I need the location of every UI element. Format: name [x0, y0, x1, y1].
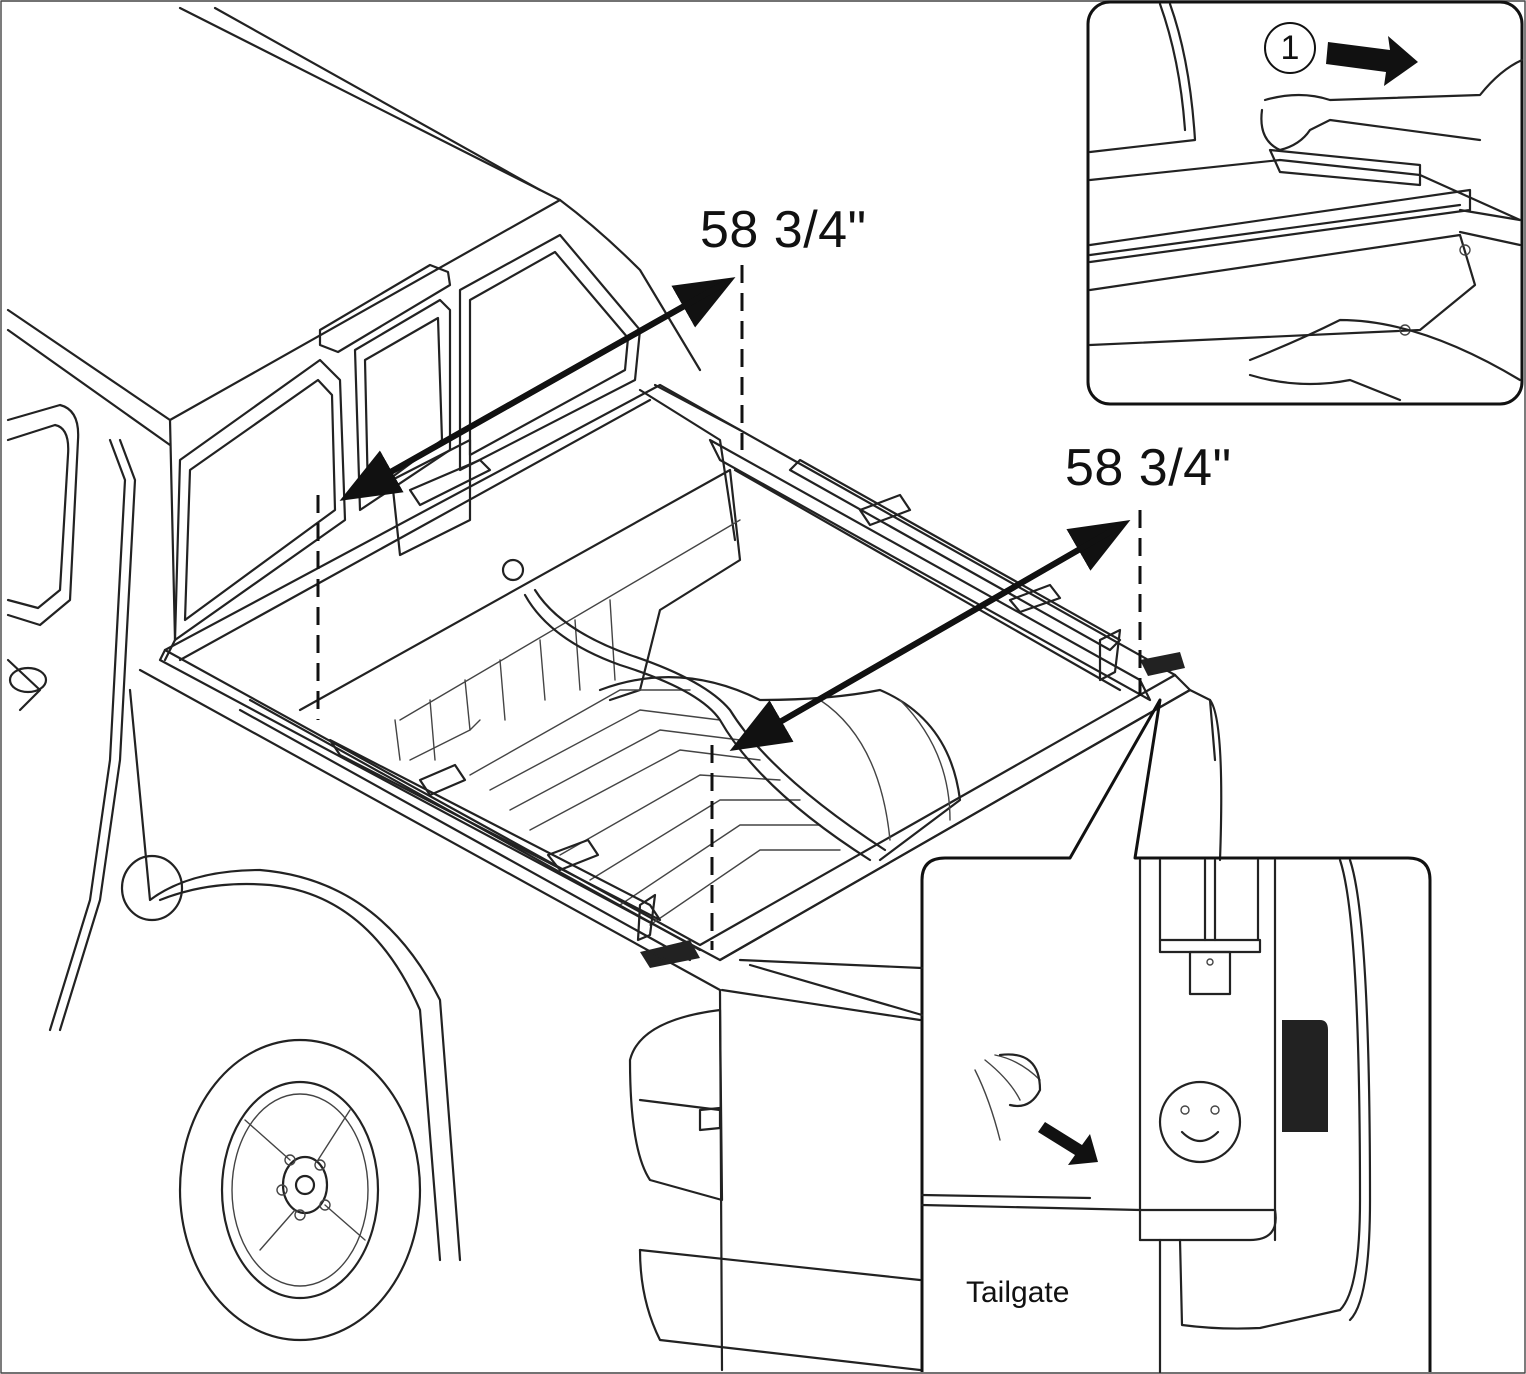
- tailgate-label: Tailgate: [966, 1276, 1070, 1309]
- truck-bed: [158, 383, 1217, 968]
- rear-dimension-arrow: [710, 510, 1142, 950]
- detail-callout-latch: [738, 698, 1432, 1374]
- front-dimension-arrow: [316, 265, 744, 720]
- detail-inset-step1: [1086, 0, 1524, 406]
- front-width-label: 58 3/4": [700, 201, 867, 259]
- step-number-badge: 1: [1264, 22, 1316, 74]
- smiley-face-icon: [1158, 1080, 1242, 1164]
- truck-cab: [6, 6, 702, 1032]
- rear-width-label: 58 3/4": [1065, 439, 1232, 497]
- truck-body: [120, 668, 1223, 1372]
